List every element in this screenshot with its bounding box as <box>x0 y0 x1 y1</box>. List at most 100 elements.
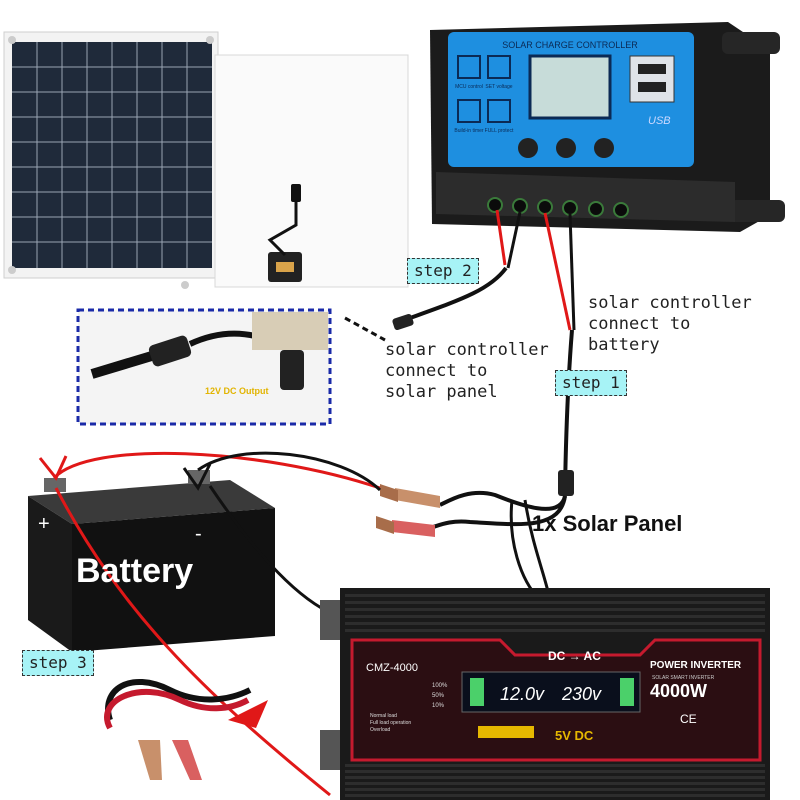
lcd-input-voltage: 12.0v <box>500 684 545 704</box>
panel-mount-hole <box>8 266 16 274</box>
lcd-output-voltage: 230v <box>561 684 602 704</box>
inverter-scale: 50% <box>432 693 445 699</box>
inverter-cert-marks: CE <box>680 712 697 726</box>
step-3-label: step 3 <box>22 650 94 676</box>
inset-plug <box>148 335 192 367</box>
load-legend: Overload <box>370 727 391 733</box>
inverter-fin <box>345 794 765 797</box>
inset-clip-red <box>172 740 202 780</box>
battery-side <box>28 496 72 652</box>
solar-charge-controller: SOLAR CHARGE CONTROLLER USB MCU control … <box>430 22 785 232</box>
lcd-level-bar-out <box>620 678 634 706</box>
controller-mount-tab <box>722 32 780 54</box>
inverter-scale: 10% <box>432 703 445 709</box>
icon-caption: SET voltage <box>485 84 512 90</box>
inverter-dc-ac: DC → AC <box>548 649 601 663</box>
inverter-lcd <box>461 671 641 713</box>
battery-red-wire <box>52 451 381 490</box>
gear-icon <box>487 55 511 79</box>
solar-panel <box>3 31 409 289</box>
icon-caption: Build-in timer <box>454 128 484 134</box>
battery-plus-sign: + <box>38 513 50 535</box>
panel-extension-plug <box>392 313 414 331</box>
usb-port <box>638 64 666 74</box>
wire-battery-negative <box>568 213 576 331</box>
inset-plug-cable <box>90 350 157 379</box>
lcd-level-bar-in <box>470 678 484 706</box>
solar-cell-grid <box>12 42 212 268</box>
controller-button-set[interactable] <box>556 138 576 158</box>
inverter-fin <box>345 622 765 625</box>
usb-label: USB <box>648 115 671 127</box>
panel-mount-hole <box>181 281 189 289</box>
inverter-red-wire <box>54 487 331 797</box>
controller-terminal-block <box>436 172 735 222</box>
load-legend: Normal load <box>370 713 397 719</box>
panel-mount-hole <box>8 36 16 44</box>
inverter-usb-port <box>478 726 534 738</box>
controller-mount-tab <box>730 200 785 222</box>
panel-extension-cable <box>409 266 508 320</box>
battery-front <box>72 508 275 652</box>
connector-inset-label: 12V DC Output <box>205 386 269 396</box>
inset-clip-black <box>138 740 162 780</box>
clock-icon <box>457 99 481 123</box>
note-controller-to-panel: solar controller connect to solar panel <box>385 340 549 402</box>
power-inverter: CMZ-4000 DC → AC POWER INVERTER SOLAR SM… <box>320 588 770 800</box>
lock-icon <box>487 99 511 123</box>
note-controller-to-battery: solar controller connect to battery <box>588 293 752 355</box>
battery-cable-connector <box>558 470 574 496</box>
icon-caption: FULL protect <box>485 128 514 134</box>
battery-terminal-positive <box>44 478 66 492</box>
load-legend: Full load operation <box>370 720 411 726</box>
controller-title: SOLAR CHARGE CONTROLLER <box>502 40 638 50</box>
panel-caption: 1x Solar Panel <box>532 511 683 536</box>
inverter-fin <box>345 788 765 791</box>
controller-terminals <box>487 197 629 218</box>
controller-button-right[interactable] <box>594 138 614 158</box>
wire-clip-red <box>38 455 68 481</box>
wire-panel-positive <box>495 209 507 266</box>
inverter-fin <box>345 629 765 632</box>
inverter-fin <box>345 615 765 618</box>
connector-inset: 12V DC Output <box>76 308 332 426</box>
alligator-clip-red <box>376 516 435 537</box>
controller-button-left[interactable] <box>518 138 538 158</box>
inset-socket <box>280 350 304 390</box>
inverter-fin <box>345 594 765 597</box>
connection-dashed-pointer <box>344 316 386 342</box>
inverter-power-rating: 4000W <box>650 681 707 701</box>
step-2-label: step 2 <box>407 258 479 284</box>
inverter-usb-label: 5V DC <box>555 728 594 743</box>
alligator-clip-black <box>380 484 440 508</box>
battery-cable <box>563 329 574 491</box>
clip-cables-inset <box>104 678 268 780</box>
junction-box-connector <box>276 262 294 272</box>
battery-label: Battery <box>76 552 194 590</box>
wire-clip-black <box>182 463 212 491</box>
inverter-scale: 100% <box>432 683 448 689</box>
step-1-label: step 1 <box>555 370 627 396</box>
usb-ports <box>629 55 675 103</box>
inverter-model: CMZ-4000 <box>366 662 418 674</box>
clip-cable-red <box>429 495 567 530</box>
panel-output-plug <box>291 184 301 202</box>
icon-caption: MCU control <box>455 84 483 90</box>
battery-minus-sign: - <box>195 523 202 545</box>
inverter-terminal <box>320 730 340 770</box>
controller-lcd <box>528 54 612 120</box>
battery-black-wire <box>197 451 382 492</box>
mcu-icon <box>457 55 481 79</box>
inset-panel-corner <box>252 312 328 350</box>
inverter-fin <box>345 770 765 773</box>
wire-battery-positive <box>543 212 572 331</box>
inset-arrow <box>228 700 268 728</box>
solar-panel-backing <box>214 54 409 288</box>
inverter-sub-brand: SOLAR SMART INVERTER <box>652 675 715 681</box>
panel-output-cable <box>267 190 298 257</box>
wire-panel-negative <box>506 211 522 269</box>
inverter-brand: POWER INVERTER <box>650 660 742 671</box>
inverter-terminal <box>320 600 340 640</box>
usb-port <box>638 82 666 92</box>
